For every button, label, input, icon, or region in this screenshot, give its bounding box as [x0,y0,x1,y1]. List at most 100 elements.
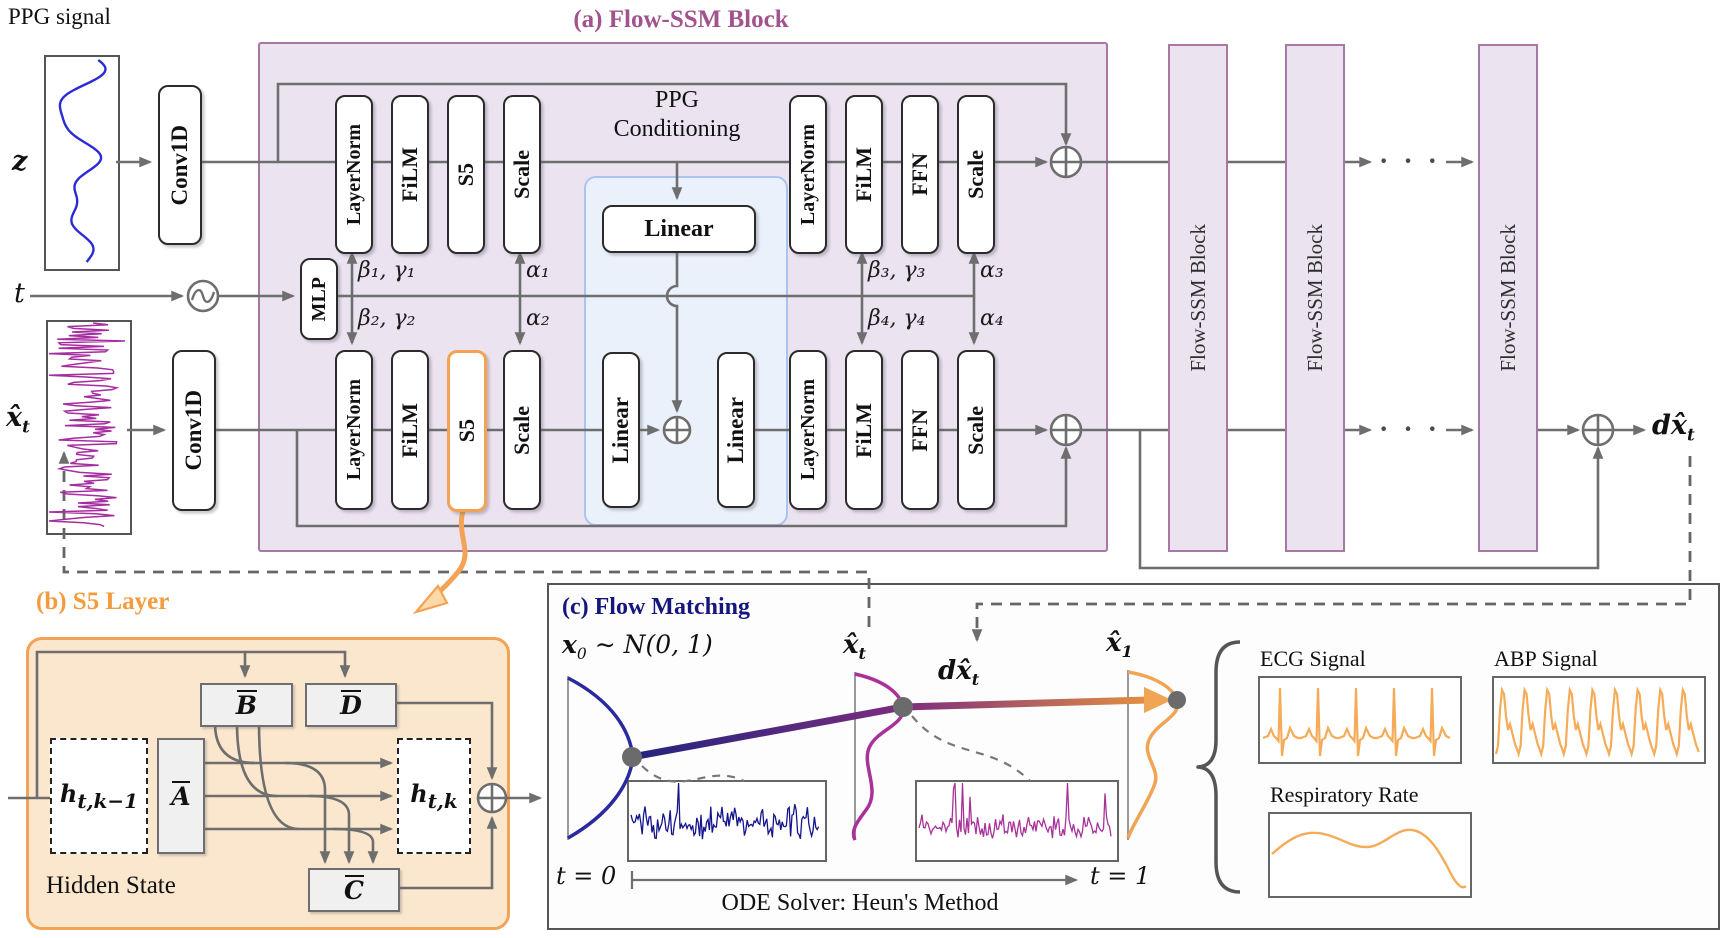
film-box-1: FiLM [391,95,429,254]
layernorm-box-3: LayerNorm [335,350,373,510]
ffn-label: FFN [907,408,932,452]
flow-ssm-bar-label: Flow-SSM Block [1302,224,1327,372]
s5-label: S5 [453,162,478,187]
film-box-2: FiLM [845,95,883,254]
scale-label: Scale [509,405,534,455]
s5-label: S5 [454,419,479,443]
film-box-3: FiLM [391,350,429,510]
noise-inset-x0 [627,780,827,862]
linear-label: Linear [644,215,714,242]
d-bar-label: D [340,689,362,720]
scale-label: Scale [963,405,988,455]
mlp-label: MLP [307,276,330,322]
linear-label: Linear [723,396,748,464]
beta1-gamma1-label: β₁, γ₁ [358,258,416,283]
conv1d-top-box: Conv1D [158,85,202,245]
hidden-state-prev-box: ht,k−1 [50,738,148,854]
ode-solver-label: ODE Solver: Heun's Method [721,890,999,916]
linear-left-box: Linear [602,352,640,508]
layernorm-box-4: LayerNorm [789,350,827,510]
s5-box-1: S5 [447,95,485,254]
xt-state-label: x̂t [843,630,866,664]
abp-signal-label: ABP Signal [1494,646,1598,671]
c-bar-matrix-box: C [308,868,400,912]
noise-inset-xt [915,780,1119,862]
dxt-velocity-label: dx̂t [938,656,980,690]
scale-box-2: Scale [957,95,995,254]
layernorm-label: LayerNorm [342,379,365,481]
hidden-state-next-box: ht,k [397,738,471,854]
beta3-gamma3-label: β₃, γ₃ [868,258,926,283]
linear-label: Linear [608,396,633,464]
ppg-signal-label: PPG signal [8,4,111,29]
conv1d-bottom-label: Conv1D [181,390,206,471]
ppg-conditioning-label: PPG Conditioning [577,86,777,144]
t1-label: t = 1 [1090,862,1151,890]
h-next-label: ht,k [410,779,458,813]
scale-label: Scale [509,150,534,199]
respiratory-rate-label: Respiratory Rate [1270,782,1419,807]
layernorm-label: LayerNorm [796,123,819,226]
panel-b-title: (b) S5 Layer [36,588,170,615]
a-bar-matrix-box: A [157,738,205,854]
ecg-signal-label: ECG Signal [1260,646,1366,671]
scale-box-1: Scale [503,95,541,254]
ffn-label: FFN [907,153,932,196]
flow-ssm-bar-label: Flow-SSM Block [1185,224,1210,372]
ppg-conditioning-line2: Conditioning [613,115,741,142]
film-label: FiLM [851,402,876,458]
film-label: FiLM [397,147,422,202]
layernorm-label: LayerNorm [796,379,819,481]
t-input-label: t [14,278,25,309]
film-label: FiLM [397,402,422,458]
add-node-output-icon [1581,413,1615,447]
alpha4-label: α₄ [980,306,1004,331]
linear-right-box: Linear [717,352,755,508]
ellipsis-bottom: · · · [1378,414,1441,445]
layernorm-label: LayerNorm [342,123,365,226]
flow-ssm-bar-3: Flow-SSM Block [1478,44,1538,552]
scale-box-3: Scale [503,350,541,510]
ecg-signal-plot [1258,676,1462,764]
ffn-box-2: FFN [901,350,939,510]
b-bar-matrix-box: B [200,683,293,727]
mlp-box: MLP [300,258,338,340]
ellipsis-top: · · · [1378,146,1441,177]
xt-input-label: x̂t [6,402,30,437]
d-bar-matrix-box: D [305,683,397,727]
flow-ssm-bar-2: Flow-SSM Block [1285,44,1345,552]
alpha1-label: α₁ [526,258,550,283]
x1-state-label: x̂1 [1106,628,1133,662]
conv1d-bottom-box: Conv1D [172,350,216,511]
film-box-4: FiLM [845,350,883,510]
ppg-signal-plot [44,55,120,271]
layernorm-box-2: LayerNorm [789,95,827,254]
flow-ssm-bar-label: Flow-SSM Block [1495,224,1520,372]
x0-distribution-formula: x0 ∼ N(0, 1) [562,630,713,663]
c-bar-label: C [344,874,364,905]
conv1d-top-label: Conv1D [167,124,192,206]
s5-box-highlighted: S5 [447,350,487,512]
scale-label: Scale [963,150,988,199]
dxt-output-label: dx̂t [1652,410,1695,445]
respiratory-rate-plot [1268,812,1472,898]
film-label: FiLM [851,147,876,202]
hidden-state-label: Hidden State [46,872,176,899]
a-bar-label: A [171,780,191,811]
ppg-conditioning-line1: PPG [654,87,700,113]
abp-signal-plot [1492,676,1706,764]
b-bar-label: B [235,689,258,720]
linear-top-box: Linear [602,205,756,253]
panel-c-title: (c) Flow Matching [562,594,750,620]
z-input-label: z [12,146,28,177]
beta4-gamma4-label: β₄, γ₄ [868,306,926,331]
alpha3-label: α₃ [980,258,1004,283]
scale-box-4: Scale [957,350,995,510]
alpha2-label: α₂ [526,306,550,331]
layernorm-box-1: LayerNorm [335,95,373,254]
noisy-xt-plot [46,320,132,535]
flow-ssm-bar-1: Flow-SSM Block [1168,44,1228,552]
t0-label: t = 0 [556,862,617,890]
sinusoidal-embedding-icon [186,279,220,313]
